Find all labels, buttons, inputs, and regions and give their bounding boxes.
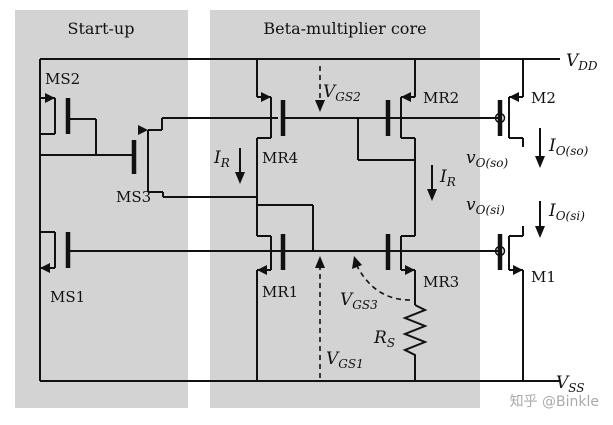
vgs2-label: VGS2 <box>323 82 361 104</box>
mr4-label: MR4 <box>262 149 298 167</box>
vo-si-label: vO(si) <box>466 195 505 217</box>
vo-so-label: vO(so) <box>466 148 509 170</box>
m1-label: M1 <box>531 268 556 286</box>
ir-left-label: IR <box>213 148 230 170</box>
vo-si-node <box>494 245 506 257</box>
io-si-label: IO(si) <box>548 201 585 223</box>
voltage-annotations <box>315 66 411 378</box>
startup-title: Start-up <box>68 19 135 38</box>
ms2-label: MS2 <box>45 70 80 88</box>
vss-label: VSS <box>556 373 585 395</box>
vgs3-label: VGS3 <box>340 290 378 312</box>
vgs1-label: VGS1 <box>326 349 364 371</box>
ms3-label: MS3 <box>116 188 151 206</box>
beta-multiplier-core <box>68 59 500 381</box>
mr3-label: MR3 <box>423 273 459 291</box>
ms1-label: MS1 <box>50 288 85 306</box>
watermark: 知乎 @Binkle <box>510 393 599 410</box>
rs-label: RS <box>373 328 395 350</box>
resistor-rs <box>402 304 428 381</box>
io-so-label: IO(so) <box>548 136 589 158</box>
mr1-label: MR1 <box>262 283 298 301</box>
transistor-arrows <box>40 92 523 275</box>
vdd-label: VDD <box>566 51 598 73</box>
m2-label: M2 <box>531 89 556 107</box>
output-stage <box>497 59 524 381</box>
mr2-label: MR2 <box>423 89 459 107</box>
core-panel <box>210 10 480 408</box>
current-arrows <box>235 128 545 238</box>
startup-panel <box>15 10 188 408</box>
core-title: Beta-multiplier core <box>263 19 426 38</box>
ir-right-label: IR <box>439 167 456 189</box>
vo-so-node <box>494 112 506 124</box>
